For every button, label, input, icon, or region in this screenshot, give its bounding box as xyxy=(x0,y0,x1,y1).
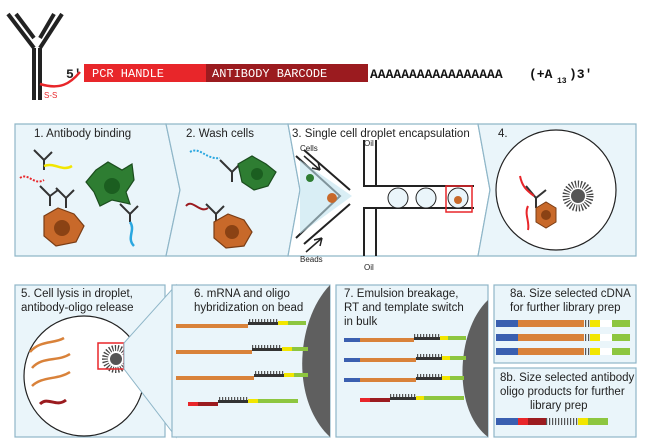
panel-4-antibody xyxy=(525,185,547,208)
panel-3-beads-label: Beads xyxy=(300,255,323,264)
panel-4-oligo xyxy=(519,175,535,231)
panel-8b-title-line2: oligo products for further xyxy=(500,386,625,398)
panel-7-bead-surface xyxy=(462,300,488,437)
panel-1-blue-oligo xyxy=(119,203,139,247)
panel-7-strand-3 xyxy=(344,374,464,382)
disulfide-label: S-S xyxy=(44,91,57,100)
panel-2-red-oligo xyxy=(185,202,209,211)
panel-7-title-line3: in bulk xyxy=(344,316,377,328)
panel-4-cell-nucleus xyxy=(541,210,551,220)
panel-2-blue-oligo xyxy=(189,149,221,160)
panel-8b-antibody-oligo xyxy=(496,418,608,425)
antibody-barcode-label: ANTIBODY BARCODE xyxy=(212,67,327,81)
panel-7-title-line1: 7. Emulsion breakage, xyxy=(344,288,458,300)
panel-1-orange-nucleus xyxy=(54,220,70,236)
antibody-icon xyxy=(6,12,64,100)
panel-6-strand-1 xyxy=(176,319,306,328)
panel-1-green-nucleus xyxy=(104,178,120,194)
panel-6-strand-3 xyxy=(176,371,308,380)
panel-7-title-line2: RT and template switch xyxy=(344,302,464,314)
tail-sub-label: 13 xyxy=(557,77,567,86)
panel-6-title-line1: 6. mRNA and oligo xyxy=(194,288,290,300)
panel-8a-title-line2: for further library prep xyxy=(510,302,621,314)
cells-arrow xyxy=(303,155,321,171)
panel-6-strand-2 xyxy=(176,345,308,354)
panel-2-antibody-a xyxy=(219,159,241,182)
droplet-1 xyxy=(387,187,409,209)
panel-8a-cdna-3 xyxy=(496,348,630,355)
panel-7-strand-4 xyxy=(360,394,464,402)
panel-6-strand-4 xyxy=(188,397,298,406)
linker-curve xyxy=(39,71,81,88)
panel-3-oil-bottom-label: Oil xyxy=(364,263,374,272)
panel-7-strand-2 xyxy=(344,354,466,362)
panel-4-bead xyxy=(562,180,594,212)
panel-1-title: 1. Antibody binding xyxy=(34,128,131,140)
panel-7-strand-1 xyxy=(344,334,466,342)
inflow-cell xyxy=(306,174,314,182)
panel-2-title: 2. Wash cells xyxy=(186,128,254,140)
tail-close-label: )3' xyxy=(569,67,592,82)
panel-8a-cdna-2 xyxy=(496,334,630,341)
panel-5-title-line2: antibody-oligo release xyxy=(21,302,134,314)
pcr-handle-label: PCR HANDLE xyxy=(92,67,164,81)
panel-6-bead-surface xyxy=(302,285,330,437)
panel-3-title: 3. Single cell droplet encapsulation xyxy=(292,128,470,140)
antibody-barcode-segment xyxy=(206,64,368,82)
panel-8a-cdna-1 xyxy=(496,320,630,327)
panel-8b-frame xyxy=(493,367,637,438)
panel-4-title: 4. xyxy=(498,128,508,140)
panel-5-title-line1: 5. Cell lysis in droplet, xyxy=(21,288,133,300)
panel-3-cells-label: Cells xyxy=(300,144,318,153)
droplet-highlight-box xyxy=(445,185,473,213)
prime5-label: 5' xyxy=(66,67,82,82)
panel-5-droplet xyxy=(23,315,145,437)
panel-8a-title-line1: 8a. Size selected cDNA xyxy=(510,288,631,300)
panel-4-droplet xyxy=(495,129,617,251)
panel-8b-title-line1: 8b. Size selected antibody xyxy=(500,372,635,384)
panel-8b-title-line3: library prep xyxy=(530,400,588,412)
panel-1-antibodies xyxy=(19,149,75,208)
polya-label: AAAAAAAAAAAAAAAAA xyxy=(370,67,503,82)
beads-arrow xyxy=(305,237,323,253)
droplet-2 xyxy=(415,187,437,209)
panel-3-oil-top-label: Oil xyxy=(364,139,374,148)
droplet-3-cell xyxy=(454,196,462,204)
inflow-bead xyxy=(327,193,337,203)
panel-2-green-nucleus xyxy=(251,168,263,180)
panel-2-orange-nucleus xyxy=(225,225,239,239)
panel-5-mrna xyxy=(29,336,71,406)
panel-6-title-line2: hybridization on bead xyxy=(194,302,303,314)
tail-open-label: (+A xyxy=(529,67,553,82)
pcr-handle-segment xyxy=(84,64,206,82)
